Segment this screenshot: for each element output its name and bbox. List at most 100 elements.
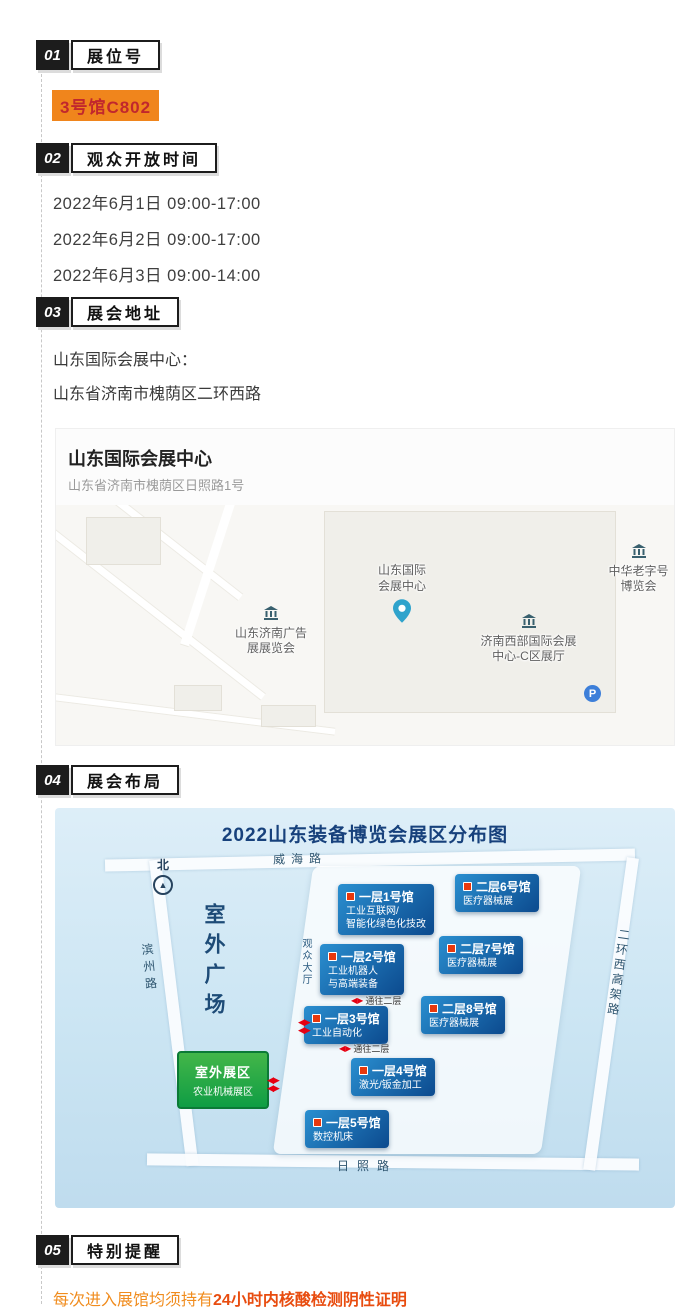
road-label-binzhou: 滨州路 [139, 942, 159, 995]
hall-2: 一层2号馆 工业机器人 与高端装备 [320, 944, 404, 995]
poi-label-line: 济南西部国际会展 [480, 633, 577, 648]
hall-4: 一层4号馆 激光/钣金加工 [351, 1058, 435, 1096]
section-header-layout: 04 展会布局 [36, 765, 180, 795]
hall-marker-icon [429, 1004, 438, 1013]
hall-desc: 工业互联网/ [346, 906, 399, 917]
museum-icon [263, 605, 279, 621]
hall-name: 一层4号馆 [372, 1064, 427, 1078]
hall-marker-icon [312, 1014, 321, 1023]
north-arrow-icon: ▲ [153, 875, 173, 895]
open-time-row: 2022年6月2日 09:00-17:00 [53, 231, 261, 249]
hall-desc: 医疗器械展 [447, 958, 497, 969]
to-second-floor-label: ◀▶ 通往二层 [351, 994, 401, 1007]
poi-ad-expo: 山东济南广告 展展览会 [216, 605, 326, 657]
hall-desc: 医疗器械展 [463, 896, 513, 907]
section-number: 02 [36, 143, 69, 173]
hall-name: 一层2号馆 [341, 950, 396, 964]
north-indicator: 北 ▲ [153, 856, 173, 895]
hall-desc: 医疗器械展 [429, 1018, 479, 1029]
map-canvas[interactable]: 山东国际 会展中心 山东济南广告 展展览会 中华老字号 博览会 [56, 505, 674, 745]
hall-8: 二层8号馆 医疗器械展 [421, 996, 505, 1034]
map-building [324, 511, 616, 713]
venue-map-card[interactable]: 山东国际会展中心 山东省济南市槐荫区日照路1号 山东国际 会展中心 [55, 428, 675, 746]
open-time-row: 2022年6月1日 09:00-17:00 [53, 195, 261, 213]
reminder-prefix: 每次进入展馆均须持有 [53, 1292, 214, 1309]
layout-map-title: 2022山东装备博览会展区分布图 [221, 825, 509, 846]
section-number: 05 [36, 1235, 69, 1265]
poi-label-line: 山东济南广告 [234, 625, 307, 640]
to-second-floor-text: 通往二层 [365, 996, 402, 1006]
covid-reminder-text: 每次进入展馆均须持有24小时内核酸检测阴性证明 [53, 1286, 407, 1310]
section-number: 03 [36, 297, 69, 327]
hall-desc: 数控机床 [313, 1132, 353, 1143]
hall-desc: 工业机器人 [328, 966, 378, 977]
hall-desc: 工业自动化 [312, 1028, 362, 1039]
north-label: 北 [156, 858, 169, 872]
entrance-arrows-icon: ◀▶◀▶ [267, 1075, 280, 1093]
hall-desc: 激光/钣金加工 [359, 1080, 422, 1091]
museum-icon [631, 543, 647, 559]
hall-7: 二层7号馆 医疗器械展 [439, 936, 523, 974]
hall-marker-icon [359, 1066, 368, 1075]
entrance-arrows-icon: ◀▶◀▶ [298, 1017, 311, 1035]
audience-hall-label: 观众大厅 [300, 938, 311, 986]
hall-marker-icon [328, 952, 337, 961]
address-text: 山东国际会展中心： 山东省济南市槐荫区二环西路 [53, 344, 261, 412]
section-title: 展位号 [71, 40, 161, 70]
hall-name: 二层7号馆 [460, 942, 515, 956]
poi-label-line: 博览会 [620, 579, 657, 594]
hall-name: 二层8号馆 [442, 1002, 497, 1016]
open-times-list: 2022年6月1日 09:00-17:00 2022年6月2日 09:00-17… [53, 190, 261, 298]
section-title: 观众开放时间 [71, 143, 218, 173]
hall-name: 一层3号馆 [325, 1012, 380, 1026]
hall-5: 一层5号馆 数控机床 [305, 1110, 389, 1148]
parking-icon: P [584, 685, 601, 702]
hall-marker-icon [463, 882, 472, 891]
section-number: 01 [36, 40, 69, 70]
hall-1: 一层1号馆 工业互联网/ 智能化绿色化技改 [338, 884, 434, 935]
venue-address: 山东省济南市槐荫区日照路1号 [68, 478, 245, 493]
map-building [86, 517, 161, 565]
section-title: 展会布局 [71, 765, 180, 795]
section-title: 特别提醒 [71, 1235, 180, 1265]
road-label-weihai: 威海路 [272, 851, 328, 867]
poi-label-line: 中华老字号 [608, 563, 669, 578]
road-left [149, 859, 199, 1167]
outdoor-exhibition-zone: 室外展区 农业机械展区 [177, 1051, 269, 1109]
section-number: 04 [36, 765, 69, 795]
section-header-open-times: 02 观众开放时间 [36, 143, 218, 173]
road-label-rizhao: 日照路 [337, 1159, 398, 1173]
poi-venue-center: 山东国际 会展中心 [356, 563, 448, 594]
hall-marker-icon [313, 1118, 322, 1127]
outdoor-zone-name: 室外展区 [194, 1065, 251, 1080]
address-line: 山东省济南市槐荫区二环西路 [53, 386, 262, 403]
hall-desc: 与高端装备 [328, 979, 378, 990]
address-line: 山东国际会展中心： [53, 352, 198, 369]
poi-label-line: 会展中心 [377, 578, 426, 593]
hall-name: 二层6号馆 [476, 880, 531, 894]
section-header-booth: 01 展位号 [36, 40, 161, 70]
section-header-reminder: 05 特别提醒 [36, 1235, 180, 1265]
stairs-arrow-icon: ◀▶ [339, 1044, 352, 1053]
section-header-address: 03 展会地址 [36, 297, 180, 327]
hall-name: 一层5号馆 [326, 1116, 381, 1130]
section-title: 展会地址 [71, 297, 180, 327]
poi-label-line: 展展览会 [246, 641, 295, 656]
exhibition-layout-map[interactable]: 2022山东装备博览会展区分布图 威海路 滨州路 日照路 二环西高架路 北 ▲ … [55, 808, 675, 1208]
hall-desc: 智能化绿色化技改 [346, 919, 426, 930]
road-label-erhuanxi: 二环西高架路 [604, 927, 632, 1019]
map-building [174, 685, 222, 711]
hall-6: 二层6号馆 医疗器械展 [455, 874, 539, 912]
hall-marker-icon [447, 944, 456, 953]
to-second-floor-label: ◀▶ 通往二层 [339, 1042, 389, 1055]
venue-name: 山东国际会展中心 [68, 449, 212, 469]
open-time-row: 2022年6月3日 09:00-14:00 [53, 267, 261, 285]
outdoor-zone-desc: 农业机械展区 [193, 1087, 253, 1098]
museum-icon [521, 613, 537, 629]
poi-west-center-c: 济南西部国际会展 中心-C区展厅 [461, 613, 596, 665]
section-connector-line [41, 74, 42, 1304]
booth-number-highlight: 3号馆C802 [52, 90, 160, 121]
hall-marker-icon [346, 892, 355, 901]
poi-label-line: 山东国际 [377, 563, 426, 577]
